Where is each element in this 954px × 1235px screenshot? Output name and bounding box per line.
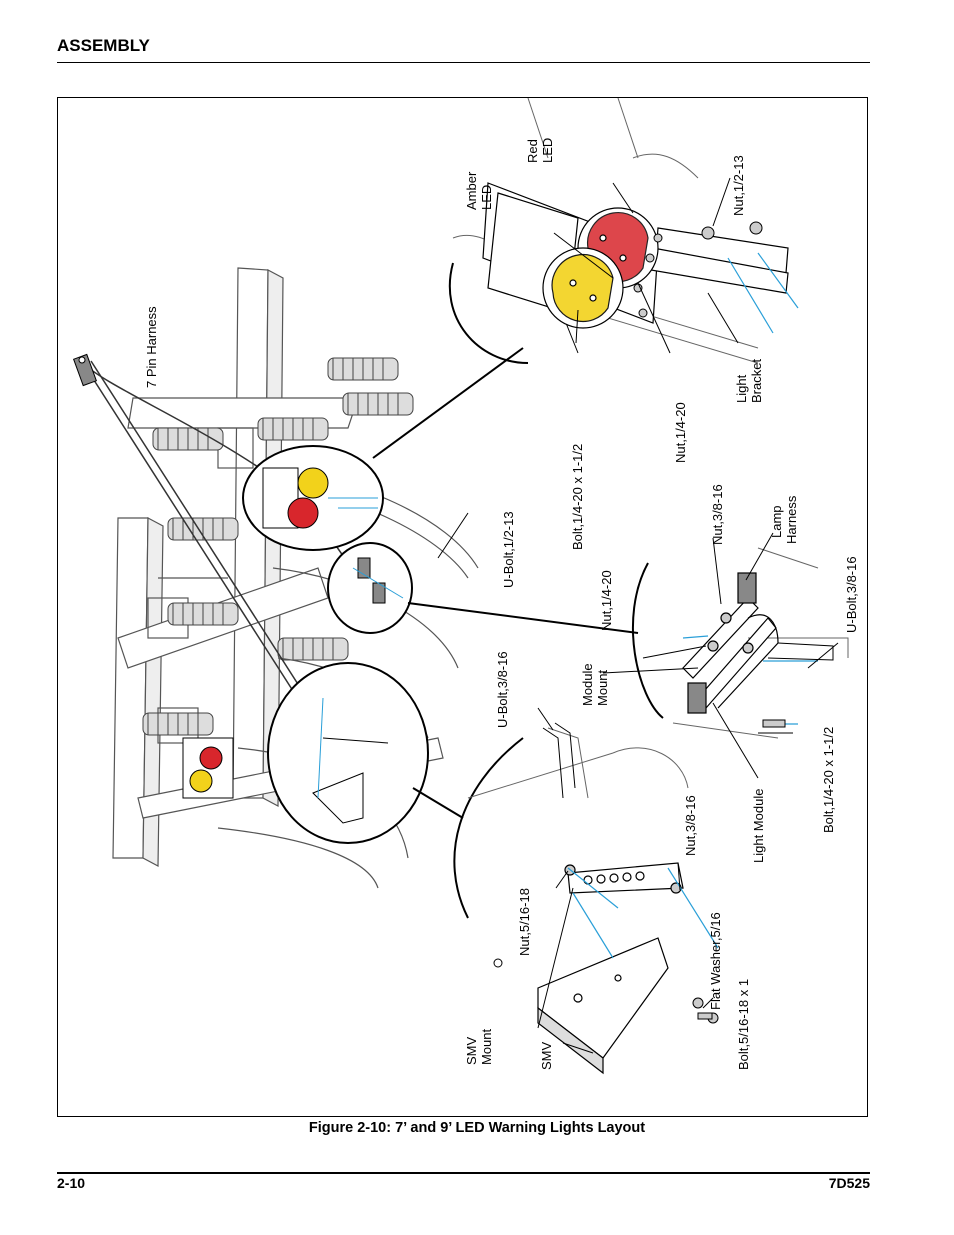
zoom-circle-lower <box>267 662 429 844</box>
callout-leaders <box>437 177 839 1054</box>
header-rule <box>57 62 870 63</box>
zoom-circle-small <box>327 542 413 634</box>
figure-caption: Figure 2-10: 7’ and 9’ LED Warning Light… <box>308 1120 646 1136</box>
blue-wires-bottom <box>567 867 719 959</box>
label-seven-pin-harness: 7 Pin Harness <box>144 306 159 388</box>
label-bolt-5-16-18: Bolt,5/16-18 x 1 <box>736 979 751 1070</box>
seven-pin-plug <box>72 353 98 387</box>
blue-wires-top <box>727 252 799 334</box>
background-frame-mid <box>672 547 849 739</box>
label-nut-5-16-18: Nut,5/16-18 <box>517 888 532 956</box>
label-bolt-quarter-20-top: Bolt,1/4-20 x 1-1/2 <box>570 444 585 550</box>
label-module-mount-1: Module <box>580 663 595 706</box>
page-number: 2-10 <box>57 1175 86 1191</box>
label-smv-mount-1: SMV <box>464 1037 479 1066</box>
label-nut-half-13: Nut,1/2-13 <box>731 155 746 216</box>
smv-mount <box>564 862 684 894</box>
label-lamp-harness-2: Harness <box>784 495 799 544</box>
label-light-bracket-2: Bracket <box>749 359 764 403</box>
zoom-small-content <box>352 557 404 604</box>
label-nut-3-8-16-mid: Nut,3/8-16 <box>710 484 725 545</box>
assembly-diagram: Red LED Amber LED Nut,1/2-13 7 Pin Harne… <box>72 98 859 1075</box>
label-light-module: Light Module <box>751 789 766 863</box>
label-ubolt-3-8-16-right: U-Bolt,3/8-16 <box>844 556 859 633</box>
figure-frame: Red LED Amber LED Nut,1/2-13 7 Pin Harne… <box>57 97 868 1117</box>
section-title: ASSEMBLY <box>57 36 150 55</box>
amber-led-lens <box>542 247 624 329</box>
label-ubolt-half-13: U-Bolt,1/2-13 <box>501 511 516 588</box>
label-module-mount-2: Mount <box>595 669 610 706</box>
label-bolt-quarter-20-bottom: Bolt,1/4-20 x 1-1/2 <box>821 727 836 833</box>
label-nut-3-8-16-bottom: Nut,3/8-16 <box>683 795 698 856</box>
label-smv-mount-2: Mount <box>479 1028 494 1065</box>
leader-connectors <box>372 347 639 819</box>
label-light-bracket-1: Light <box>734 374 749 403</box>
hardware-top <box>633 221 763 318</box>
label-red-led-2: LED <box>540 138 555 163</box>
module-mount <box>682 572 779 714</box>
spring-assemblies <box>142 357 414 736</box>
background-frame-bottom <box>467 727 689 799</box>
label-flat-washer: Flat Washer,5/16 <box>708 912 723 1010</box>
small-led-assembly <box>182 737 234 799</box>
zoom-arc-bottom <box>453 737 524 919</box>
hardware-bottom <box>493 958 719 1024</box>
smv-sign <box>537 937 669 1075</box>
label-amber-led-1: Amber <box>464 171 479 210</box>
label-lamp-harness-1: Lamp <box>769 505 784 538</box>
label-nut-quarter-20-top: Nut,1/4-20 <box>673 402 688 463</box>
callout-labels: Red LED Amber LED Nut,1/2-13 7 Pin Harne… <box>144 138 859 1070</box>
ubolt-left <box>542 722 576 799</box>
zoom-upper-content <box>262 467 378 529</box>
label-red-led-1: Red <box>525 139 540 163</box>
footer-rule <box>57 1172 870 1174</box>
zoom-arc-mid <box>631 562 664 719</box>
ubolt-right <box>767 642 834 661</box>
label-nut-quarter-20-mid: Nut,1/4-20 <box>599 570 614 631</box>
document-id: 7D525 <box>828 1175 870 1191</box>
zoom-lower-content <box>312 697 389 824</box>
label-amber-led-2: LED <box>479 185 494 210</box>
zoom-arc-top <box>448 262 529 364</box>
label-ubolt-3-8-16-left: U-Bolt,3/8-16 <box>495 651 510 728</box>
bolt-mid <box>762 719 786 728</box>
label-smv: SMV <box>539 1042 554 1071</box>
